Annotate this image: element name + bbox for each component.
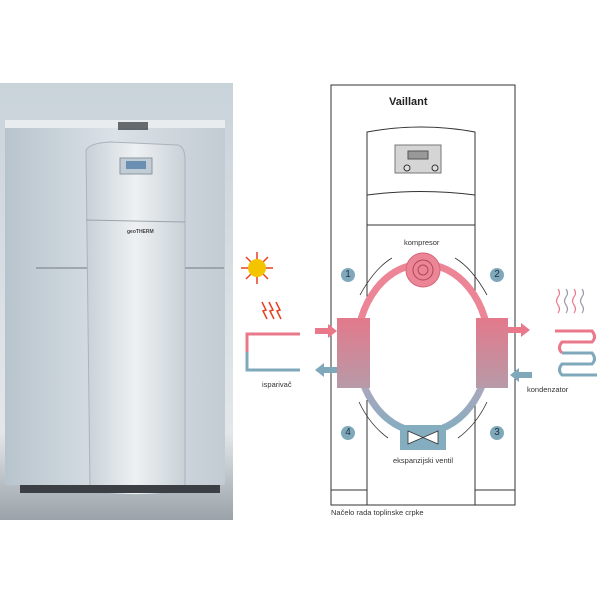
- photo-brand-logo: [118, 122, 148, 130]
- heat-pump-outline: [330, 84, 516, 506]
- step-1-badge: 1: [341, 268, 355, 282]
- step-3-badge: 3: [490, 426, 504, 440]
- heat-pump-photo: [0, 83, 233, 520]
- diagram-brand-logo: Vaillant: [389, 96, 428, 108]
- refrigerant-circuit: [353, 260, 493, 436]
- step-2-badge: 2: [490, 268, 504, 282]
- condenser-label: kondenzator: [527, 385, 569, 394]
- step-4-badge: 4: [341, 426, 355, 440]
- photo-model-label: geoTHERM: [127, 229, 154, 235]
- control-panel: [394, 144, 442, 174]
- expansion-valve-label: ekspanzijski ventil: [393, 456, 454, 465]
- flow-direction-arrows: [358, 257, 488, 439]
- evaporator-label: isparivač: [262, 380, 292, 389]
- cold-arrow-out-icon: [315, 363, 337, 377]
- diagram-caption: Načelo rada toplinske crpke: [331, 508, 424, 517]
- hot-arrow-out-icon: [508, 323, 530, 337]
- compressor-icon: [405, 252, 441, 288]
- expansion-valve-icon: [400, 425, 446, 450]
- condenser-heat-exchanger: [476, 318, 508, 388]
- radiator-coil-icon: [555, 329, 597, 377]
- cold-arrow-in-icon: [510, 368, 532, 382]
- sun-icon: [241, 252, 273, 284]
- compressor-label: kompresor: [404, 238, 440, 247]
- evaporator-heat-exchanger: [337, 318, 370, 388]
- hot-arrow-in-icon: [315, 324, 337, 338]
- heat-waves-icon: [555, 288, 585, 314]
- evaporator-loop-pipe: [245, 332, 300, 372]
- heat-rays-icon: [261, 301, 282, 320]
